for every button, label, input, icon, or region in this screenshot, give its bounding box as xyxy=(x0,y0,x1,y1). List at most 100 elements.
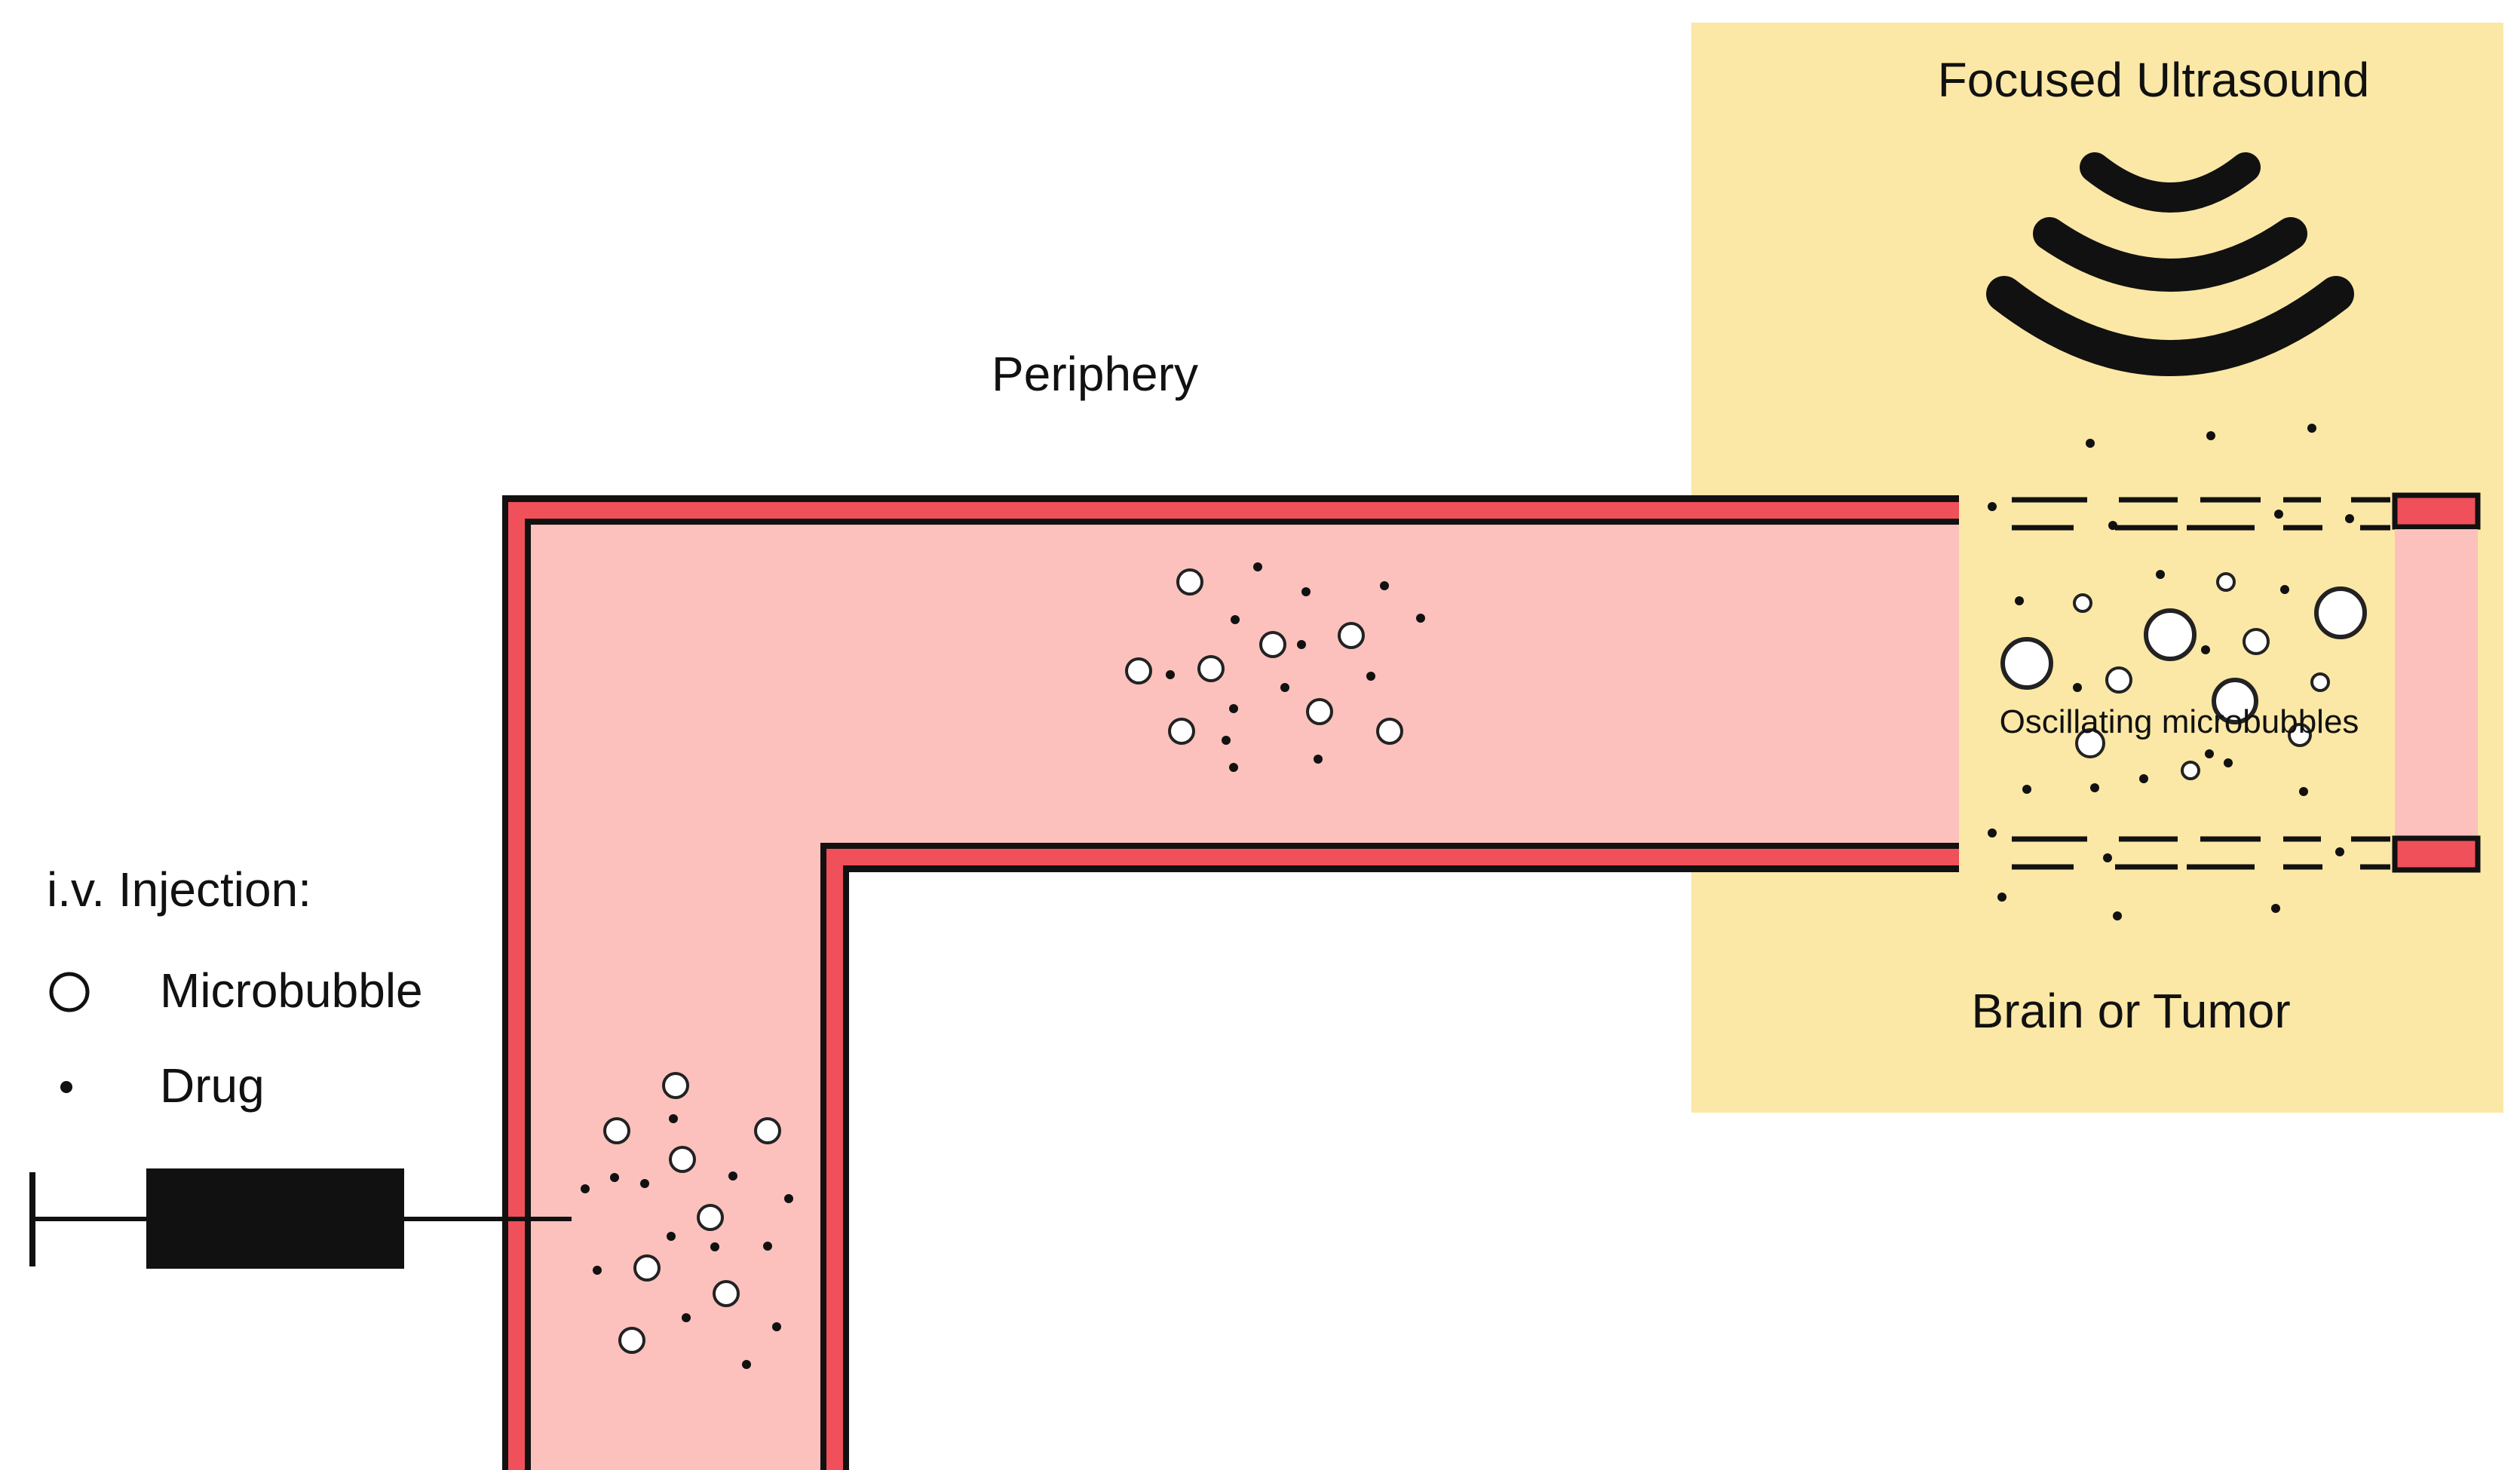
injection-particle-cluster xyxy=(581,1072,793,1369)
drug-dot-icon xyxy=(2274,510,2283,519)
microbubble-legend-icon xyxy=(49,972,90,1012)
drug-dot-icon xyxy=(1222,736,1231,745)
ultrasound-arc-medium xyxy=(2033,217,2307,292)
drug-dot-icon xyxy=(2108,521,2117,530)
microbubble-icon xyxy=(662,1072,689,1099)
drug-dot-icon xyxy=(2086,439,2095,448)
drug-dot-icon xyxy=(2090,783,2099,792)
syringe-icon xyxy=(29,1168,572,1269)
brain-or-tumor-label: Brain or Tumor xyxy=(1971,984,2290,1038)
drug-dot-icon xyxy=(728,1171,737,1181)
legend-title: i.v. Injection: xyxy=(47,862,311,917)
microbubble-icon xyxy=(1306,698,1333,725)
drug-dot-icon xyxy=(2103,853,2112,862)
dashed-wall-top xyxy=(2012,497,2390,531)
drug-dot-icon xyxy=(1253,562,1262,571)
microbubble-icon xyxy=(633,1254,661,1282)
drug-dot-icon xyxy=(742,1360,751,1369)
drug-dot-icon xyxy=(710,1242,719,1251)
drug-dot-icon xyxy=(2206,431,2215,440)
drug-dot-icon xyxy=(2073,683,2082,692)
legend: i.v. Injection: Microbubble Drug xyxy=(47,862,423,1113)
microbubble-icon xyxy=(2212,678,2258,724)
drug-dot-icon xyxy=(1229,704,1238,713)
oscillating-microbubbles-label: Oscillating microbubbles xyxy=(2000,703,2359,740)
drug-dot-icon xyxy=(640,1179,649,1188)
microbubble-icon xyxy=(1176,568,1203,596)
extravasated-drug-cluster xyxy=(1988,424,2354,920)
focused-ultrasound-label: Focused Ultrasound xyxy=(1938,53,2370,107)
drug-dot-icon xyxy=(682,1313,691,1322)
legend-item-microbubble: Microbubble xyxy=(160,963,423,1018)
microbubble-icon xyxy=(2310,672,2330,692)
ultrasound-arc-small xyxy=(2080,152,2261,213)
drug-dot-icon xyxy=(1301,587,1311,596)
microbubble-icon xyxy=(603,1117,630,1144)
microbubble-icon xyxy=(669,1146,696,1173)
drug-dot-icon xyxy=(1229,763,1238,772)
drug-dot-icon xyxy=(1297,640,1306,649)
microbubble-icon xyxy=(754,1117,781,1144)
legend-item-drug: Drug xyxy=(160,1058,265,1113)
drug-dot-icon xyxy=(593,1266,602,1275)
drug-dot-icon xyxy=(2345,514,2354,523)
vessel-after-focus-top-wall xyxy=(2392,492,2481,530)
microbubble-icon xyxy=(2144,608,2197,661)
drug-dot-icon xyxy=(610,1173,619,1182)
microbubble-icon xyxy=(2288,723,2312,747)
drug-dot-icon xyxy=(2139,774,2148,783)
drug-dot-icon xyxy=(1231,615,1240,624)
drug-dot-icon xyxy=(1988,828,1997,838)
microbubble-icon xyxy=(697,1204,724,1231)
drug-dot-icon xyxy=(2299,787,2308,796)
periphery-particle-cluster xyxy=(1125,562,1425,772)
drug-dot-icon xyxy=(1416,614,1425,623)
microbubble-icon xyxy=(1168,718,1195,745)
drug-dot-icon xyxy=(2205,749,2214,758)
drug-dot-icon xyxy=(669,1114,678,1123)
drug-dot-icon xyxy=(581,1184,590,1193)
drug-dot-icon xyxy=(667,1232,676,1241)
drug-dot-icon xyxy=(763,1242,772,1251)
drug-dot-icon xyxy=(2307,424,2316,433)
drug-dot-icon xyxy=(2156,570,2165,579)
vessel-after-focus-lumen xyxy=(2395,529,2478,835)
microbubble-icon xyxy=(2314,586,2367,639)
microbubble-icon xyxy=(618,1327,645,1354)
microbubble-icon xyxy=(1376,718,1403,745)
microbubble-icon xyxy=(2243,628,2270,655)
periphery-label: Periphery xyxy=(992,347,1198,401)
microbubble-icon xyxy=(2216,572,2236,592)
drug-dot-icon xyxy=(784,1194,793,1203)
microbubble-icon xyxy=(2000,637,2053,690)
ultrasound-waves-icon xyxy=(1986,152,2354,376)
drug-dot-icon xyxy=(1314,755,1323,764)
drug-dot-icon xyxy=(772,1322,781,1331)
vessel-after-focus-bottom-wall xyxy=(2392,835,2481,873)
microbubble-icon xyxy=(1259,631,1286,658)
drug-dot-icon xyxy=(2224,758,2233,767)
dashed-wall-bottom xyxy=(2012,836,2390,870)
drug-dot-icon xyxy=(2280,585,2289,594)
ultrasound-arc-large xyxy=(1986,276,2354,376)
drug-dot-icon xyxy=(1988,502,1997,511)
drug-dot-icon xyxy=(1166,670,1175,679)
microbubble-icon xyxy=(1338,622,1365,649)
drug-dot-icon xyxy=(2022,785,2031,794)
drug-dot-icon xyxy=(2335,847,2344,856)
drug-dot-icon xyxy=(2015,596,2024,605)
microbubble-icon xyxy=(2075,728,2105,758)
syringe-barrel xyxy=(146,1168,404,1269)
drug-dot-icon xyxy=(1280,683,1289,692)
drug-dot-icon xyxy=(1997,893,2006,902)
drug-dot-icon xyxy=(2271,904,2280,913)
drug-dot-icon xyxy=(2113,911,2122,920)
drug-legend-icon xyxy=(60,1081,72,1093)
drug-dot-icon xyxy=(1380,581,1389,590)
focus-particle-cluster xyxy=(2000,570,2367,796)
drug-dot-icon xyxy=(1366,672,1375,681)
microbubble-icon xyxy=(1125,657,1152,684)
microbubble-icon xyxy=(2073,593,2092,613)
microbubble-icon xyxy=(1197,655,1225,682)
